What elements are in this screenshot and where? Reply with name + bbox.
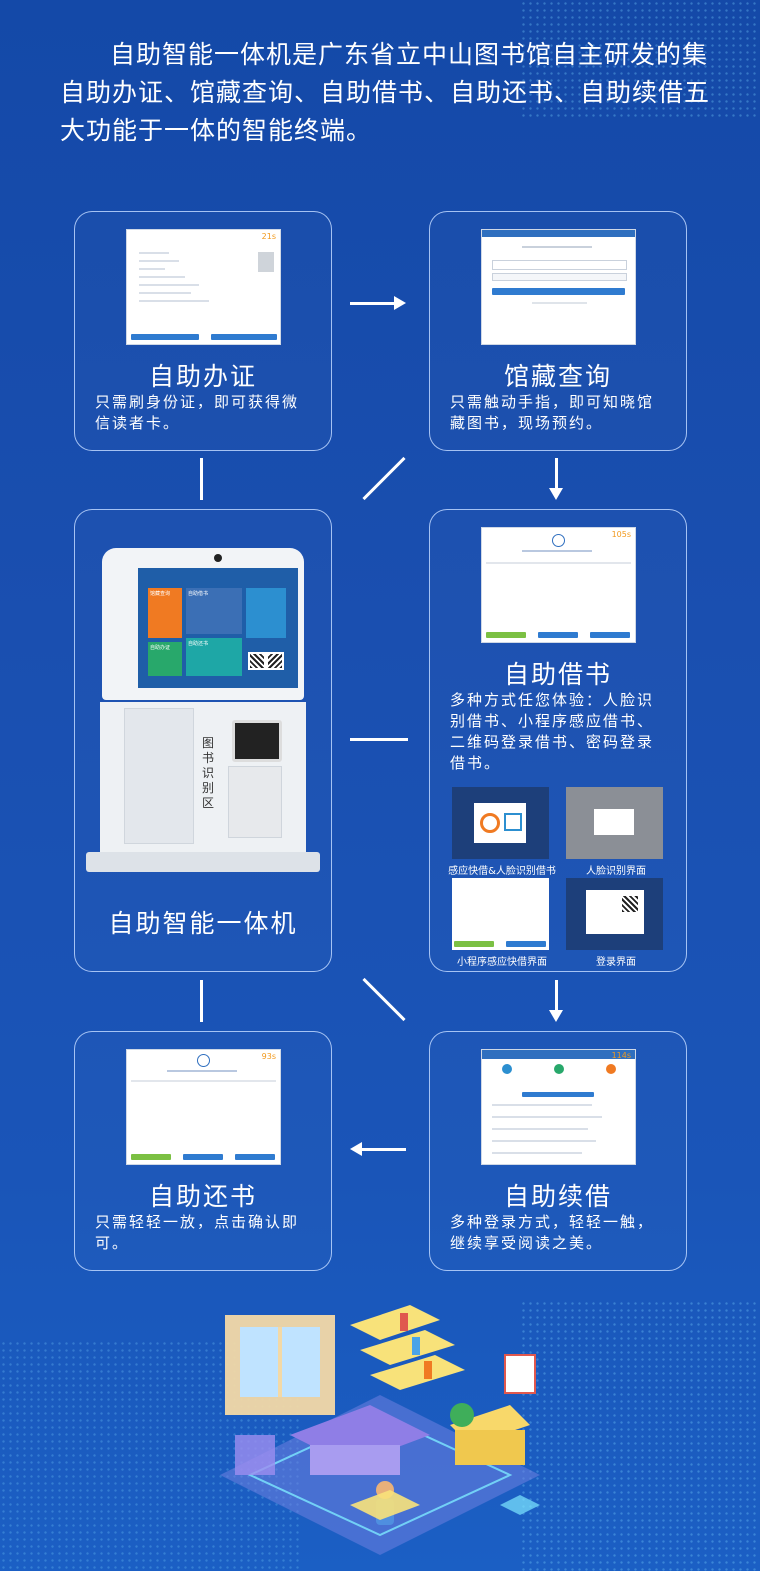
return-middle-button[interactable] xyxy=(183,1154,223,1160)
catalog-filter-box[interactable] xyxy=(492,273,627,281)
qr-icon xyxy=(266,652,284,670)
catalog-search-button[interactable] xyxy=(492,288,625,295)
camera-icon xyxy=(214,554,222,562)
option-icon xyxy=(554,1064,564,1074)
renew-timer: 114s xyxy=(611,1051,631,1060)
card-self-renew[interactable]: 114s 自助续借 多种登录方式，轻轻一触，继续享受阅读之美。 xyxy=(429,1031,687,1271)
card-title: 自助办证 xyxy=(148,362,257,391)
renew-all-button[interactable] xyxy=(522,1092,594,1097)
user-icon xyxy=(197,1054,210,1067)
tile-return: 自助还书 xyxy=(186,638,242,676)
book-recognition-area xyxy=(228,766,282,838)
thumb-label: 人脸识别界面 xyxy=(586,866,646,877)
thumb-label: 感应快借&人脸识别借书 xyxy=(448,866,556,877)
borrow-screen: 21s 105s xyxy=(481,527,636,643)
card-title: 自助续借 xyxy=(503,1182,612,1211)
thumb-label: 登录界面 xyxy=(596,957,636,968)
flow-arrow-down xyxy=(549,458,563,500)
card-self-borrow[interactable]: 21s 105s 自助借书 多种方式任您体验：人脸识别借书、小程序感应借书、二维… xyxy=(429,509,687,972)
kiosk-illustration: 馆藏查询 自助借书 自助办证 自助还书 图书识别区 xyxy=(86,548,320,874)
return-back-button[interactable] xyxy=(131,1154,171,1160)
return-screen: 93s xyxy=(126,1049,281,1165)
kiosk-screen: 馆藏查询 自助借书 自助办证 自助还书 xyxy=(138,568,298,688)
return-confirm-button[interactable] xyxy=(235,1154,275,1160)
catalog-search-box[interactable] xyxy=(492,260,627,270)
qr-icon xyxy=(248,652,266,670)
card-desc: 只需轻轻一放，点击确认即可。 xyxy=(95,1213,300,1252)
thumb-mini-program xyxy=(452,878,549,950)
qr-icon xyxy=(622,896,638,912)
tile-register: 自助办证 xyxy=(148,642,182,676)
thumb-login xyxy=(566,878,663,950)
intro-paragraph: 自助智能一体机是广东省立中山图书馆自主研发的集自助办证、馆藏查询、自助借书、自助… xyxy=(60,40,711,145)
tile-avatar xyxy=(246,588,286,638)
flow-connector xyxy=(200,458,203,500)
kiosk-side-label: 图书识别区 xyxy=(202,736,215,810)
register-next-button[interactable] xyxy=(211,334,277,340)
face-icon xyxy=(504,813,522,831)
card-title: 自助还书 xyxy=(148,1182,257,1211)
card-desc: 多种登录方式，轻轻一触，继续享受阅读之美。 xyxy=(450,1213,655,1252)
flow-connector-diagonal xyxy=(362,977,406,1022)
tile-catalog: 馆藏查询 xyxy=(148,588,182,638)
register-back-button[interactable] xyxy=(131,334,199,340)
card-title: 自助借书 xyxy=(503,660,612,689)
card-desc: 只需刷身份证，即可获得微信读者卡。 xyxy=(95,393,300,432)
card-kiosk[interactable]: 自助智能一体机 xyxy=(74,509,332,972)
card-catalog-search[interactable]: 馆藏查询 只需触动手指，即可知晓馆藏图书，现场预约。 xyxy=(429,211,687,451)
flow-connector xyxy=(200,980,203,1022)
thumb-label: 小程序感应快借界面 xyxy=(457,957,547,968)
card-title: 自助智能一体机 xyxy=(108,909,298,938)
library-illustration xyxy=(220,1305,540,1555)
option-icon xyxy=(502,1064,512,1074)
option-icon xyxy=(606,1064,616,1074)
flow-arrow-left xyxy=(350,1142,406,1156)
avatar-placeholder xyxy=(258,252,274,272)
thumb-face-recognition xyxy=(566,787,663,859)
card-self-register[interactable]: 21s 自助办证 只需刷身份证，即可获得微信读者卡。 xyxy=(74,211,332,451)
card-title: 馆藏查询 xyxy=(503,362,612,391)
register-timer: 21s xyxy=(261,232,276,241)
renew-screen: 114s xyxy=(481,1049,636,1165)
user-icon xyxy=(552,534,565,547)
return-timer: 93s xyxy=(261,1052,276,1061)
borrow-middle-button[interactable] xyxy=(538,632,578,638)
card-desc: 多种方式任您体验：人脸识别借书、小程序感应借书、二维码登录借书、密码登录借书。 xyxy=(450,691,655,772)
id-card-scanner xyxy=(232,720,282,762)
flow-arrow-right xyxy=(350,296,406,310)
card-self-return[interactable]: 93s 自助还书 只需轻轻一放，点击确认即可。 xyxy=(74,1031,332,1271)
catalog-screen xyxy=(481,229,636,345)
flow-arrow-down xyxy=(549,980,563,1022)
kiosk-door xyxy=(124,708,194,844)
card-desc: 只需触动手指，即可知晓馆藏图书，现场预约。 xyxy=(450,393,655,432)
flow-connector-diagonal xyxy=(362,456,406,501)
tile-borrow: 自助借书 xyxy=(186,588,242,634)
borrow-timer: 105s xyxy=(611,530,631,539)
borrow-confirm-button[interactable] xyxy=(486,632,526,638)
sense-icon xyxy=(480,813,500,833)
register-screen: 21s xyxy=(126,229,281,345)
borrow-finish-button[interactable] xyxy=(590,632,630,638)
thumb-sense-face xyxy=(452,787,549,859)
flow-connector xyxy=(350,738,408,741)
